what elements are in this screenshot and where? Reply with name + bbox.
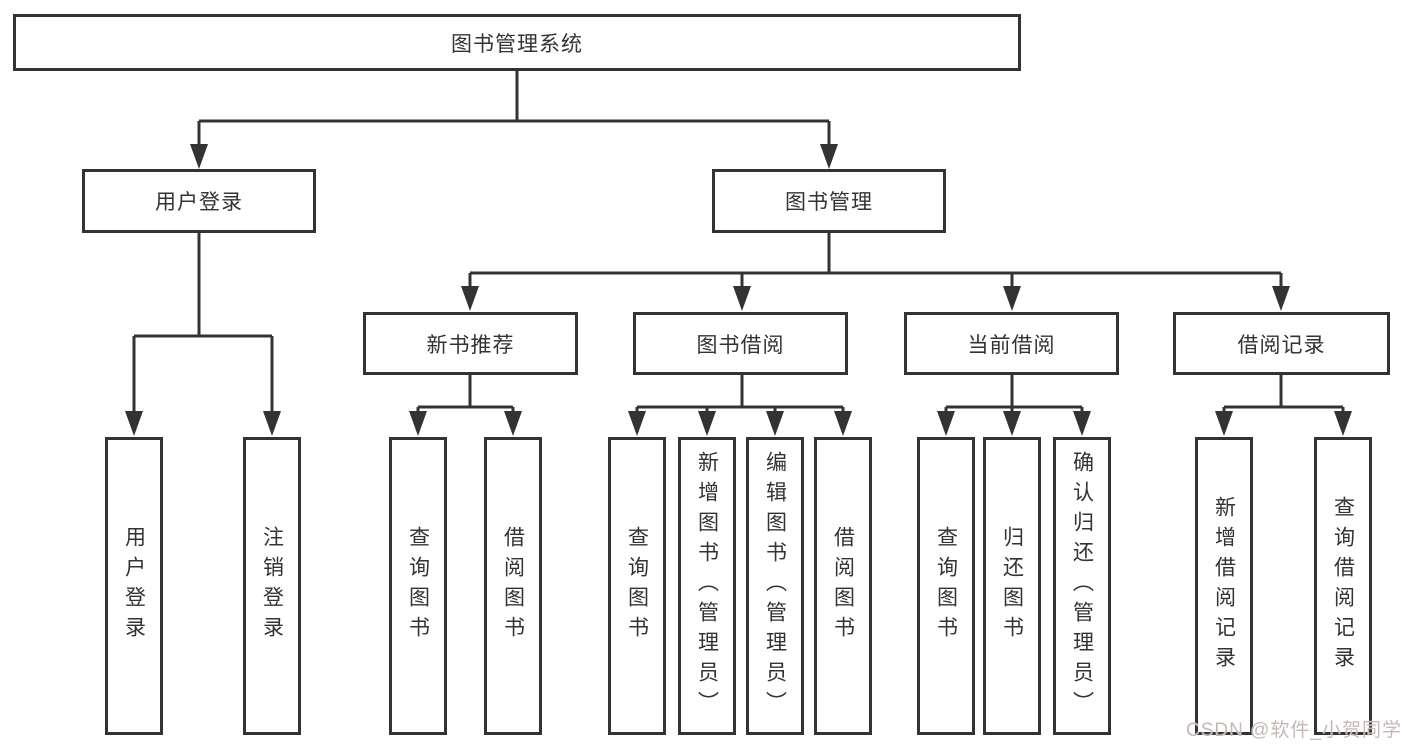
leaf-logout-label: 注销登录 xyxy=(260,526,284,646)
leaf-user-login-label: 用户登录 xyxy=(122,526,146,646)
node-new-book-recommend: 新书推荐 xyxy=(363,312,578,375)
leaf-logout: 注销登录 xyxy=(243,437,301,735)
leaf-borrow-edit-books-admin-label: 编辑图书（管理员） xyxy=(763,451,787,721)
node-user-login-branch-label: 用户登录 xyxy=(155,191,243,214)
leaf-borrow-query-books-label: 查询图书 xyxy=(625,526,649,646)
leaf-records-query-record-label: 查询借阅记录 xyxy=(1331,496,1355,676)
leaf-records-add-record: 新增借阅记录 xyxy=(1195,437,1253,735)
leaf-current-query-books-label: 查询图书 xyxy=(934,526,958,646)
node-book-management: 图书管理 xyxy=(712,169,946,233)
node-current-borrow-label: 当前借阅 xyxy=(967,333,1056,357)
leaf-recommend-borrow-books-label: 借阅图书 xyxy=(501,526,525,646)
leaf-borrow-borrow-books-label: 借阅图书 xyxy=(831,526,855,646)
node-borrow-records-label: 借阅记录 xyxy=(1237,333,1326,357)
csdn-watermark: CSDN @软件_小贺同学 xyxy=(1186,720,1402,741)
leaf-recommend-query-books: 查询图书 xyxy=(389,437,447,735)
node-user-login-branch: 用户登录 xyxy=(82,169,316,233)
leaf-borrow-add-books-admin: 新增图书（管理员） xyxy=(678,437,736,735)
leaf-current-return-books: 归还图书 xyxy=(983,437,1041,735)
node-book-management-label: 图书管理 xyxy=(785,191,873,214)
leaf-borrow-add-books-admin-label: 新增图书（管理员） xyxy=(695,451,719,721)
node-borrow-records: 借阅记录 xyxy=(1173,312,1390,375)
leaf-current-query-books: 查询图书 xyxy=(917,437,975,735)
node-root-label: 图书管理系统 xyxy=(451,32,583,56)
node-book-borrow-label: 图书借阅 xyxy=(696,333,785,357)
node-new-book-recommend-label: 新书推荐 xyxy=(426,333,515,357)
leaf-records-query-record: 查询借阅记录 xyxy=(1314,437,1372,735)
node-root: 图书管理系统 xyxy=(13,14,1021,71)
node-book-borrow: 图书借阅 xyxy=(633,312,848,375)
leaf-user-login: 用户登录 xyxy=(105,437,163,735)
leaf-borrow-query-books: 查询图书 xyxy=(608,437,666,735)
leaf-borrow-borrow-books: 借阅图书 xyxy=(814,437,872,735)
leaf-current-confirm-return-admin: 确认归还（管理员） xyxy=(1053,437,1111,735)
leaf-recommend-borrow-books: 借阅图书 xyxy=(484,437,542,735)
leaf-borrow-edit-books-admin: 编辑图书（管理员） xyxy=(746,437,804,735)
arrowheads xyxy=(125,144,1352,436)
leaf-current-confirm-return-admin-label: 确认归还（管理员） xyxy=(1070,451,1094,721)
leaf-records-add-record-label: 新增借阅记录 xyxy=(1212,496,1236,676)
leaf-recommend-query-books-label: 查询图书 xyxy=(406,526,430,646)
leaf-current-return-books-label: 归还图书 xyxy=(1000,526,1024,646)
node-current-borrow: 当前借阅 xyxy=(904,312,1119,375)
